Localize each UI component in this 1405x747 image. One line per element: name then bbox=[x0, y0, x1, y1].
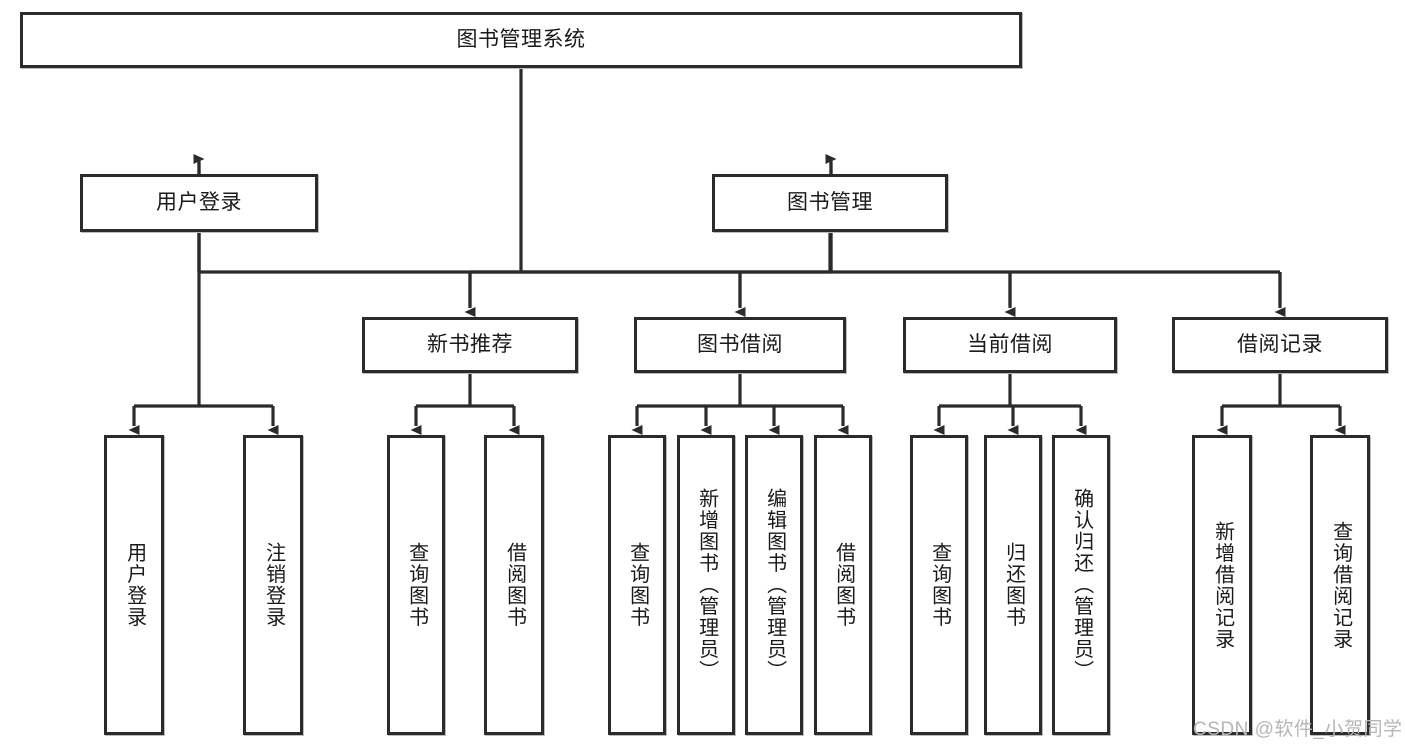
node-borrow-record-label: 借阅记录 bbox=[1237, 332, 1323, 356]
node-current-borrow[interactable]: 当前借阅 bbox=[903, 317, 1117, 373]
node-new-book-rec-label: 新书推荐 bbox=[427, 332, 513, 356]
node-leaf-borrow-book-2[interactable]: 借阅图书 bbox=[814, 435, 872, 735]
node-current-borrow-label: 当前借阅 bbox=[967, 332, 1053, 356]
node-user-login[interactable]: 用户登录 bbox=[80, 174, 318, 232]
node-user-login-label: 用户登录 bbox=[156, 190, 242, 214]
node-leaf-query-book-3[interactable]: 查询图书 bbox=[910, 435, 968, 735]
node-leaf-add-record-label: 新增借阅记录 bbox=[1211, 520, 1234, 650]
node-root-label: 图书管理系统 bbox=[456, 27, 586, 51]
node-leaf-edit-book-label: 编辑图书（管理员） bbox=[763, 488, 786, 682]
node-leaf-confirm-return-label: 确认归还（管理员） bbox=[1070, 488, 1093, 682]
node-leaf-edit-book[interactable]: 编辑图书（管理员） bbox=[745, 435, 803, 735]
node-leaf-logout[interactable]: 注销登录 bbox=[243, 435, 303, 735]
node-leaf-add-record[interactable]: 新增借阅记录 bbox=[1192, 435, 1252, 735]
node-book-manage[interactable]: 图书管理 bbox=[712, 174, 948, 232]
node-book-borrow-label: 图书借阅 bbox=[697, 332, 783, 356]
node-root[interactable]: 图书管理系统 bbox=[20, 12, 1022, 68]
node-leaf-borrow-book-2-label: 借阅图书 bbox=[832, 542, 855, 628]
node-leaf-borrow-book-1[interactable]: 借阅图书 bbox=[484, 435, 544, 735]
node-leaf-return-book[interactable]: 归还图书 bbox=[984, 435, 1042, 735]
node-book-borrow[interactable]: 图书借阅 bbox=[634, 317, 846, 373]
node-leaf-confirm-return[interactable]: 确认归还（管理员） bbox=[1052, 435, 1110, 735]
node-new-book-rec[interactable]: 新书推荐 bbox=[362, 317, 578, 373]
node-leaf-return-book-label: 归还图书 bbox=[1002, 542, 1025, 628]
node-book-manage-label: 图书管理 bbox=[787, 190, 873, 214]
node-leaf-query-record[interactable]: 查询借阅记录 bbox=[1310, 435, 1370, 735]
node-leaf-add-book[interactable]: 新增图书（管理员） bbox=[677, 435, 735, 735]
node-leaf-user-login[interactable]: 用户登录 bbox=[104, 435, 164, 735]
node-leaf-user-login-label: 用户登录 bbox=[123, 542, 146, 628]
node-borrow-record[interactable]: 借阅记录 bbox=[1172, 317, 1388, 373]
node-leaf-add-book-label: 新增图书（管理员） bbox=[695, 488, 718, 682]
node-leaf-query-book-3-label: 查询图书 bbox=[928, 542, 951, 628]
node-leaf-query-record-label: 查询借阅记录 bbox=[1329, 520, 1352, 650]
watermark-text: CSDN @软件_小贺同学 bbox=[1193, 719, 1403, 740]
node-leaf-borrow-book-1-label: 借阅图书 bbox=[503, 542, 526, 628]
node-leaf-query-book-1[interactable]: 查询图书 bbox=[387, 435, 445, 735]
node-leaf-query-book-2-label: 查询图书 bbox=[626, 542, 649, 628]
node-leaf-query-book-2[interactable]: 查询图书 bbox=[608, 435, 666, 735]
node-leaf-query-book-1-label: 查询图书 bbox=[405, 542, 428, 628]
node-leaf-logout-label: 注销登录 bbox=[262, 542, 285, 628]
